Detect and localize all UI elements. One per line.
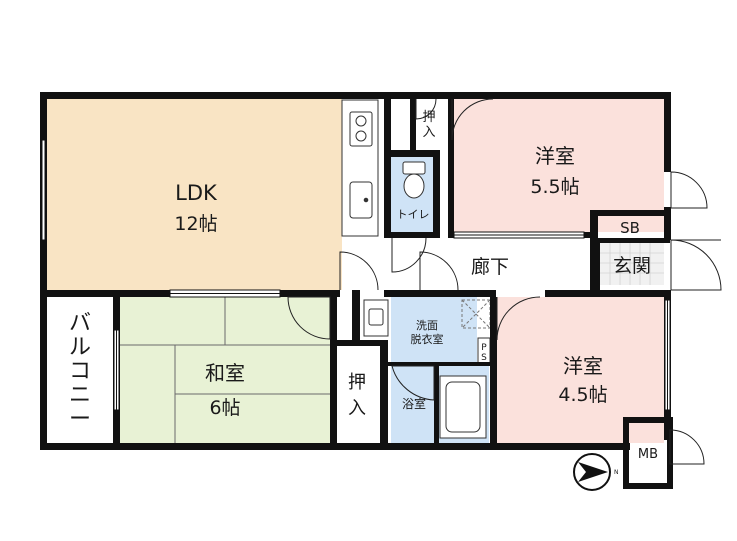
tatami-lines (120, 297, 330, 443)
yoshitsu-top-floor (454, 98, 664, 232)
kitchen-counter (341, 99, 379, 237)
bathtub (439, 375, 487, 439)
closet-washitsu-label-text: 押入 (348, 372, 366, 419)
washitsu-name: 和室 (205, 361, 245, 385)
doors (287, 98, 722, 465)
ldk-name: LDK (175, 181, 218, 205)
washitsu-size: 6帖 (209, 397, 240, 419)
bathroom-name: 浴室 (402, 396, 426, 411)
north-arrow-icon (573, 453, 611, 491)
entrance-tiles (600, 243, 664, 285)
toilet-name: トイレ (397, 208, 430, 221)
toilet-fixture (402, 161, 426, 199)
yoshitsu-top-size: 5.5帖 (530, 176, 579, 198)
corridor-name: 廊下 (471, 256, 509, 278)
washroom-name-2: 脱衣室 (411, 332, 444, 346)
washroom-name-1: 洗面 (416, 319, 438, 332)
closet-top-label: 押入 (422, 110, 435, 140)
balcony-label-text: バルコニー (69, 311, 91, 432)
sb-label: SB (620, 219, 640, 237)
yoshitsu-top-name: 洋室 (535, 144, 575, 168)
north-label: N (614, 469, 619, 476)
washroom-floor (391, 297, 477, 363)
ldk-size: 12帖 (174, 213, 217, 235)
wash-sink (363, 299, 389, 337)
ldk-floor (46, 98, 342, 290)
yoshitsu-bottom-size: 4.5帖 (558, 384, 607, 406)
yoshitsu-bottom-name: 洋室 (563, 354, 603, 378)
balcony-label: バルコニー (69, 311, 91, 432)
windows (41, 139, 671, 411)
ps-label-p: P (481, 343, 487, 353)
entrance-name: 玄関 (613, 255, 651, 277)
entrance-floor (600, 243, 664, 285)
mb-label: MB (638, 447, 658, 462)
closet-washitsu-label: 押入 (348, 372, 366, 419)
ps-label-s: S (481, 353, 487, 363)
closet-top-label-text: 押入 (422, 110, 435, 140)
